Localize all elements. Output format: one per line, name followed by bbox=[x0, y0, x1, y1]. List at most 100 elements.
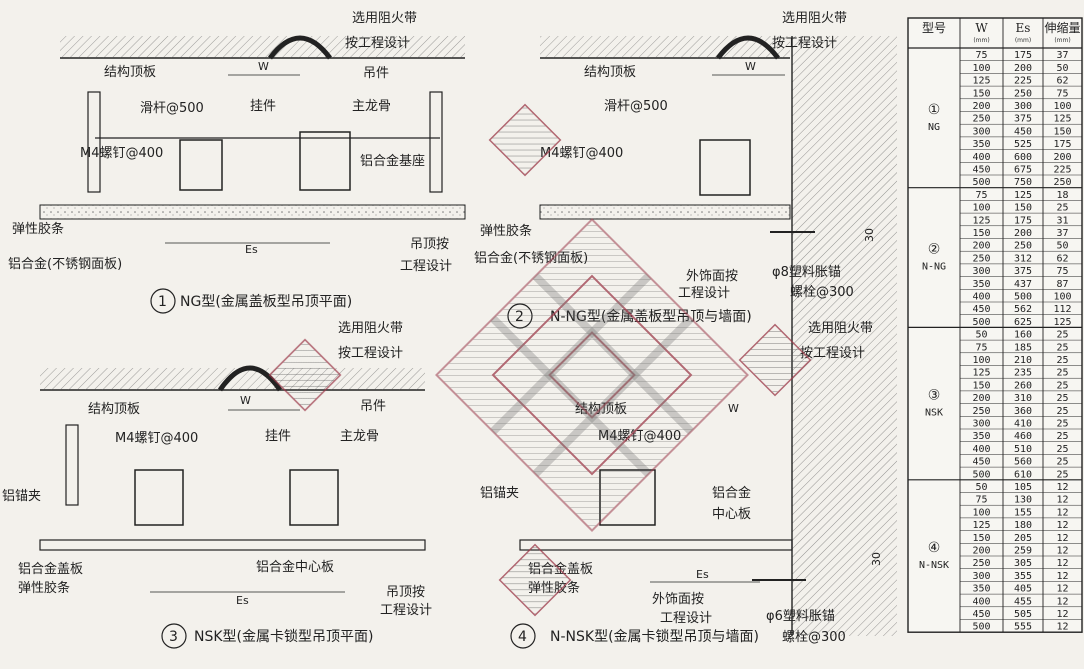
table-cell: 400 bbox=[972, 152, 990, 163]
table-cell: 375 bbox=[1014, 266, 1032, 277]
table-cell: 250 bbox=[972, 558, 990, 569]
table-cell: 12 bbox=[1056, 520, 1068, 531]
table-group-code: NSK bbox=[925, 408, 943, 419]
table-cell: 360 bbox=[1014, 406, 1032, 417]
table-cell: 450 bbox=[972, 304, 990, 315]
table-cell: 305 bbox=[1014, 558, 1032, 569]
label-alu-base-1: 铝合金基座 bbox=[360, 153, 425, 169]
label-per-design-1: 按工程设计 bbox=[345, 36, 410, 51]
table-cell: 25 bbox=[1056, 457, 1068, 468]
hanger-3 bbox=[65, 424, 79, 506]
label-screw-2: M4螺钉@400 bbox=[540, 146, 623, 161]
table-cell: 75 bbox=[1056, 266, 1068, 277]
table-cell: 200 bbox=[972, 241, 990, 252]
table-cell: 259 bbox=[1014, 546, 1032, 557]
ceiling-board-3 bbox=[39, 539, 426, 551]
label-w-1: W bbox=[258, 60, 269, 73]
table-group-code: NG bbox=[928, 122, 940, 133]
table-cell: 200 bbox=[972, 546, 990, 557]
table-cell: 250 bbox=[1053, 177, 1071, 188]
label-struct-slab-2: 结构顶板 bbox=[584, 65, 636, 80]
table-cell: 12 bbox=[1056, 622, 1068, 633]
table-cell: 12 bbox=[1056, 571, 1068, 582]
detail-1-ng: 选用阻火带 按工程设计 结构顶板 吊件 W 滑杆@500 挂件 主龙骨 M4螺钉… bbox=[8, 11, 466, 314]
table-header-cell: 型号 bbox=[922, 21, 946, 35]
table-cell: 200 bbox=[1014, 63, 1032, 74]
label-screw-1: M4螺钉@400 bbox=[80, 146, 163, 161]
label-hook-1: 挂件 bbox=[250, 99, 276, 114]
table-group-number: ① bbox=[928, 102, 941, 118]
table-cell: 125 bbox=[972, 215, 990, 226]
table-cell: 25 bbox=[1056, 330, 1068, 341]
table-header-unit: (mm) bbox=[1015, 37, 1031, 44]
label-fire-strip-4: 选用阻火带 bbox=[808, 321, 873, 336]
table-header-cell: W bbox=[975, 21, 988, 35]
table-cell: 225 bbox=[1053, 165, 1071, 176]
table-cell: 600 bbox=[1014, 152, 1032, 163]
label-fire-strip-1: 选用阻火带 bbox=[352, 11, 417, 26]
label-hanger-3: 吊件 bbox=[360, 399, 386, 414]
table-cell: 62 bbox=[1056, 76, 1068, 87]
table-cell: 100 bbox=[972, 63, 990, 74]
label-per-design-4: 按工程设计 bbox=[800, 346, 865, 361]
table-cell: 125 bbox=[1053, 114, 1071, 125]
table-cell: 400 bbox=[972, 292, 990, 303]
ceiling-board-2 bbox=[539, 204, 791, 220]
table-cell: 100 bbox=[1053, 292, 1071, 303]
table-cell: 25 bbox=[1056, 380, 1068, 391]
table-cell: 405 bbox=[1014, 584, 1032, 595]
label-per-design-2: 按工程设计 bbox=[772, 36, 837, 51]
table-cell: 75 bbox=[1056, 88, 1068, 99]
table-cell: 500 bbox=[972, 177, 990, 188]
table-cell: 625 bbox=[1014, 317, 1032, 328]
table-cell: 562 bbox=[1014, 304, 1032, 315]
label-per-design-3: 按工程设计 bbox=[338, 346, 403, 361]
label-hook-3: 挂件 bbox=[265, 429, 291, 444]
table-cell: 180 bbox=[1014, 520, 1032, 531]
fire-strip-arc bbox=[268, 35, 332, 60]
table-cell: 150 bbox=[1014, 203, 1032, 214]
table-cell: 300 bbox=[972, 419, 990, 430]
label-alu-center-4b: 中心板 bbox=[712, 507, 751, 522]
table-cell: 400 bbox=[972, 444, 990, 455]
keel-block-right bbox=[299, 131, 351, 191]
table-cell: 25 bbox=[1056, 406, 1068, 417]
label-w-2: W bbox=[745, 60, 756, 73]
label-bolt-2: 螺栓@300 bbox=[790, 285, 854, 300]
table-cell: 50 bbox=[975, 330, 987, 341]
label-alu-center-4a: 铝合金 bbox=[712, 485, 751, 501]
table-cell: 125 bbox=[1014, 190, 1032, 201]
table-cell: 150 bbox=[972, 380, 990, 391]
table-cell: 31 bbox=[1056, 215, 1068, 226]
table-header-cell: 伸缩量 bbox=[1044, 20, 1080, 35]
table-cell: 450 bbox=[972, 165, 990, 176]
table-cell: 555 bbox=[1014, 622, 1032, 633]
caption-num-4: 4 bbox=[518, 629, 527, 645]
table-cell: 410 bbox=[1014, 419, 1032, 430]
label-w-3: W bbox=[240, 394, 251, 407]
table-cell: 87 bbox=[1056, 279, 1068, 290]
caption-num-1: 1 bbox=[158, 294, 167, 310]
table-cell: 437 bbox=[1014, 279, 1032, 290]
table-cell: 350 bbox=[972, 139, 990, 150]
table-cell: 200 bbox=[1053, 152, 1071, 163]
keel-block-3a bbox=[134, 469, 184, 526]
table-cell: 175 bbox=[1014, 215, 1032, 226]
table-cell: 250 bbox=[972, 406, 990, 417]
table-cell: 100 bbox=[972, 355, 990, 366]
table-cell: 450 bbox=[972, 609, 990, 620]
label-ceiling-3a: 吊顶按 bbox=[386, 585, 425, 600]
table-cell: 18 bbox=[1056, 190, 1068, 201]
table-cell: 750 bbox=[1014, 177, 1032, 188]
fire-strip-arc-3 bbox=[217, 365, 283, 392]
table-cell: 400 bbox=[972, 596, 990, 607]
table-cell: 210 bbox=[1014, 355, 1032, 366]
table-cell: 250 bbox=[972, 114, 990, 125]
table-group-number: ③ bbox=[928, 388, 941, 404]
slab-hatch bbox=[60, 36, 465, 58]
label-anchor-6: φ6塑料胀锚 bbox=[766, 609, 835, 624]
table-cell: 185 bbox=[1014, 342, 1032, 353]
ceiling-board-4 bbox=[519, 539, 793, 551]
label-elastic-2: 弹性胶条 bbox=[480, 223, 532, 239]
watermark-knot-logo bbox=[268, 103, 812, 617]
